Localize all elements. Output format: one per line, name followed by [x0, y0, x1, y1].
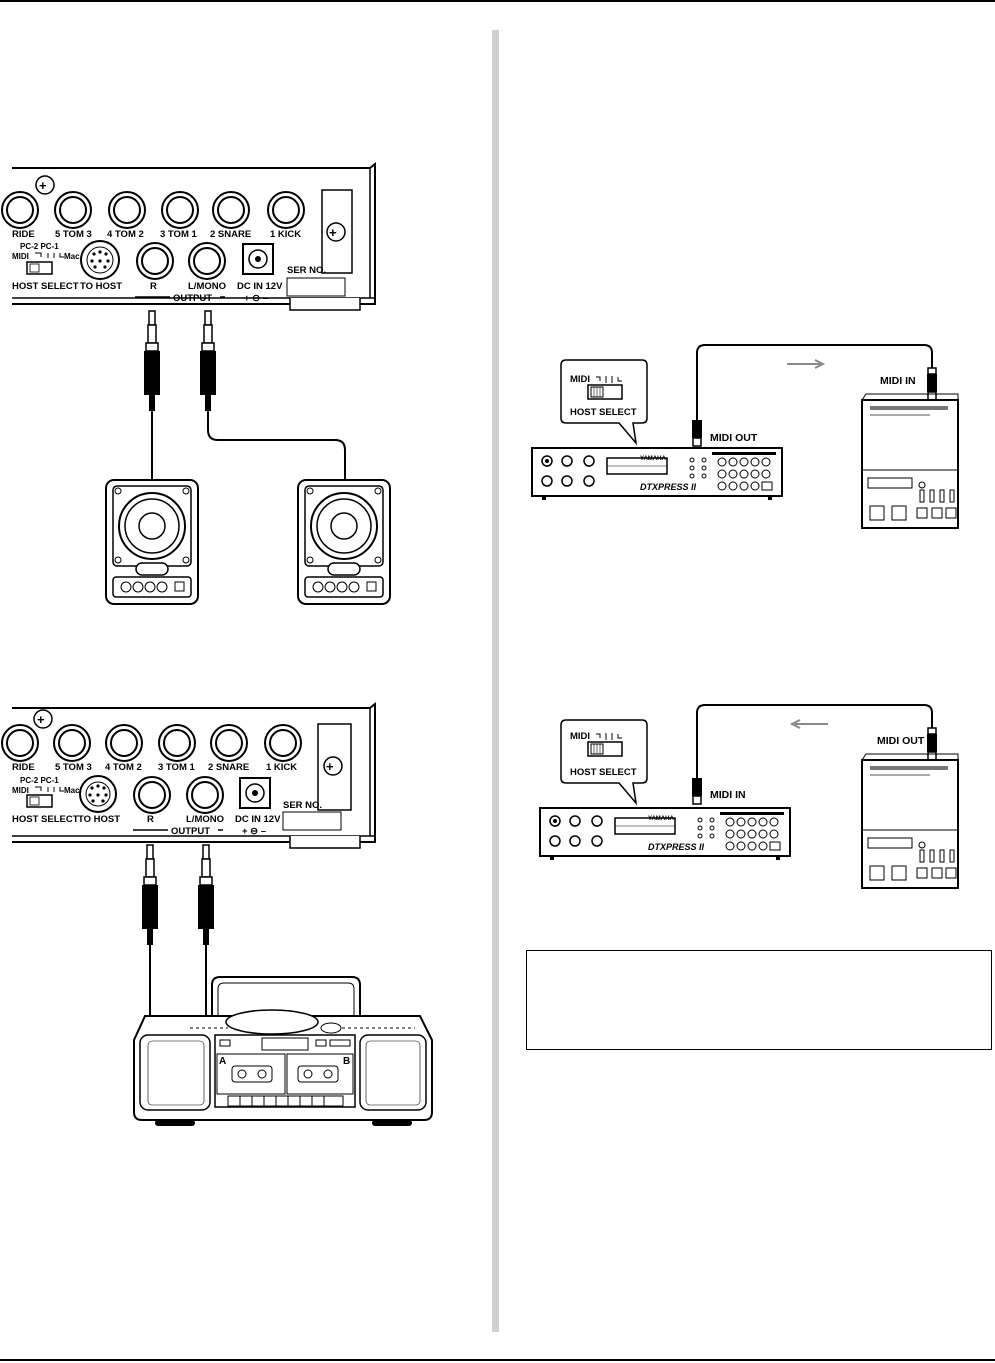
midi-cable-2	[696, 704, 933, 780]
dtx-model: DTXPRESS II	[640, 482, 697, 492]
external-midi-device-2	[861, 753, 959, 889]
label-snare: 2 SNARE	[210, 229, 251, 240]
input-jack-tom3	[54, 191, 92, 229]
label-tom2: 4 TOM 2	[107, 229, 144, 240]
input-jack-kick-2	[264, 724, 302, 762]
midi-out-plug	[691, 419, 703, 447]
svg-text:+: +	[326, 759, 334, 774]
output-jack-r	[136, 242, 174, 280]
label-tom1: 3 TOM 1	[160, 229, 197, 240]
svg-text:+: +	[329, 225, 337, 240]
label-tom1-2: 3 TOM 1	[158, 762, 195, 773]
radio-cables	[141, 844, 215, 1020]
serial-label: SER NO.	[287, 265, 326, 276]
output-r-label: R	[150, 281, 157, 292]
callout-host-select: HOST SELECT	[570, 407, 637, 418]
dc-polarity-label-2: + ⊖ –	[242, 826, 266, 837]
input-jack-tom1	[161, 191, 199, 229]
midi-out-label: MIDI OUT	[710, 432, 758, 444]
svg-text:+: +	[39, 178, 47, 193]
bottom-rule	[0, 1359, 995, 1361]
input-jack-snare-2	[210, 724, 248, 762]
label-kick-2: 1 KICK	[266, 762, 297, 773]
plug-r	[143, 310, 161, 412]
midi-in-plug-2	[691, 777, 703, 805]
host-switch-mac-label: Mac	[64, 252, 80, 261]
callout-host-select-2: HOST SELECT	[570, 767, 637, 778]
midi-in-label-2: MIDI IN	[710, 789, 746, 801]
input-jack-snare	[212, 191, 250, 229]
column-divider	[492, 30, 499, 1332]
plug-lmono	[199, 310, 217, 412]
output-group-label: OUTPUT	[173, 293, 212, 304]
to-host-label-2: TO HOST	[78, 814, 120, 825]
input-jack-ride-2	[1, 724, 39, 762]
callout-midi-label: MIDI	[570, 374, 590, 385]
input-jack-tom1-2	[158, 724, 196, 762]
output-jack-r-2	[133, 776, 171, 814]
host-switch-midi-label-2: MIDI	[12, 786, 29, 795]
input-jack-tom2-2	[105, 724, 143, 762]
rear-panel-2: + + RIDE 5 TOM 3 4 TOM 2 3 TOM 1 2 SNARE…	[1, 701, 376, 849]
deck-b-label: B	[343, 1056, 350, 1067]
powered-speaker-right	[297, 479, 391, 605]
external-midi-device	[861, 393, 959, 529]
label-snare-2: 2 SNARE	[208, 762, 249, 773]
output-jack-lmono-2	[186, 776, 224, 814]
input-jack-tom3-2	[53, 724, 91, 762]
deck-a-label: A	[219, 1056, 226, 1067]
label-kick: 1 KICK	[270, 229, 301, 240]
host-select-label-2: HOST SELECT	[12, 814, 79, 825]
output-group-label-2: OUTPUT	[171, 826, 210, 837]
midi-in-label: MIDI IN	[880, 375, 916, 387]
plug-lmono-2	[197, 844, 215, 946]
dtx-brand: YAMAHA	[640, 456, 666, 462]
host-switch-top-label-2: PC-2 PC-1	[20, 776, 59, 785]
output-lmono-label-2: L/MONO	[186, 814, 224, 825]
host-select-callout-2	[560, 719, 648, 806]
rear-panel-1: + + RIDE 5 TOM 3 4 TOM 2 3 TOM 1 2 SNARE…	[1, 161, 376, 311]
dtx-brand-2: YAMAHA	[648, 816, 674, 822]
input-jack-ride	[1, 191, 39, 229]
host-switch-mac-label-2: Mac	[64, 786, 80, 795]
midi-out-plug-2	[926, 727, 938, 763]
midi-out-diagram: MIDI HOST SELECT YAMAHA DTXPRESS II MIDI…	[531, 344, 959, 529]
host-switch-top-label: PC-2 PC-1	[20, 242, 59, 251]
input-jack-kick	[267, 191, 305, 229]
serial-label-2: SER NO.	[283, 800, 322, 811]
speaker-cables	[143, 310, 346, 480]
midi-out-label-2: MIDI OUT	[877, 735, 925, 747]
callout-midi-label-2: MIDI	[570, 731, 590, 742]
label-tom3: 5 TOM 3	[55, 229, 92, 240]
midi-in-diagram: MIDI HOST SELECT YAMAHA DTXPRESS II MIDI…	[539, 704, 959, 889]
plug-r-2	[141, 844, 159, 946]
input-jack-tom2	[108, 191, 146, 229]
label-tom2-2: 4 TOM 2	[105, 762, 142, 773]
midi-cable	[696, 344, 933, 420]
output-jack-lmono	[188, 242, 226, 280]
label-tom3-2: 5 TOM 3	[55, 762, 92, 773]
dc-in-jack	[242, 243, 274, 275]
host-switch-midi-label: MIDI	[12, 252, 29, 261]
dtx-model-2: DTXPRESS II	[648, 842, 705, 852]
output-r-label-2: R	[147, 814, 154, 825]
boombox: A B	[133, 976, 433, 1126]
output-lmono-label: L/MONO	[188, 281, 226, 292]
powered-speaker-left	[105, 479, 199, 605]
dc-in-label: DC IN 12V	[237, 281, 283, 292]
host-select-label: HOST SELECT	[12, 281, 79, 292]
label-ride-2: RIDE	[12, 762, 35, 773]
note-box	[526, 950, 992, 1050]
dc-polarity-label: + ⊖ –	[244, 293, 268, 304]
dc-in-label-2: DC IN 12V	[235, 814, 281, 825]
svg-text:+: +	[37, 712, 45, 727]
arrow-left-icon	[789, 719, 801, 729]
label-ride: RIDE	[12, 229, 35, 240]
arrow-right-icon	[814, 359, 826, 369]
host-select-callout	[560, 359, 648, 446]
top-rule	[0, 0, 995, 2]
midi-in-plug	[926, 367, 938, 403]
to-host-label: TO HOST	[80, 281, 122, 292]
